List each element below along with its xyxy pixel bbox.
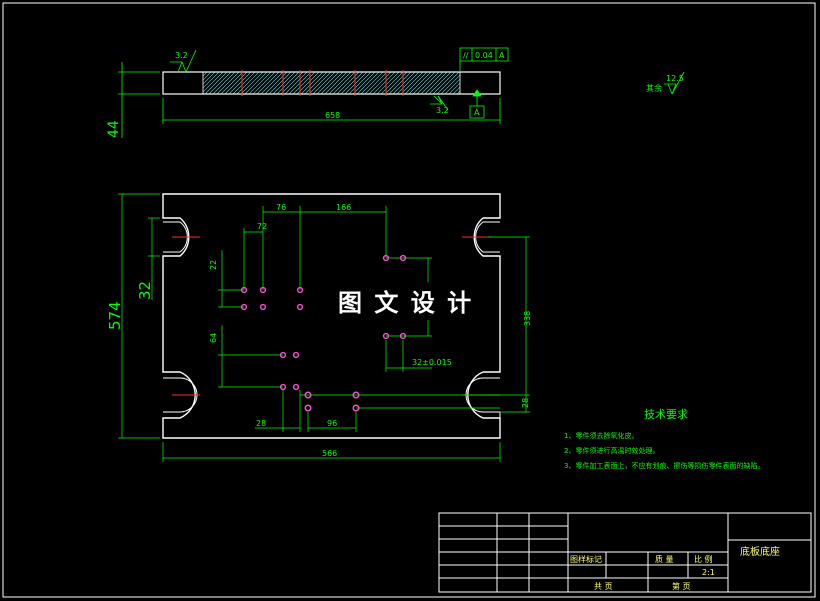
roughness-other-label: 其余 (646, 83, 662, 93)
roughness-other: 其余 12.5 (646, 71, 685, 95)
hole (279, 383, 287, 391)
hole (296, 286, 304, 294)
slot-br-inner (465, 377, 501, 418)
scale-value: 2:1 (702, 568, 715, 577)
hole (399, 254, 407, 262)
hole (296, 303, 304, 311)
hole (399, 332, 407, 340)
hole (304, 404, 312, 412)
tolerance-symbol: // (463, 51, 469, 60)
dim-32: 32 (136, 281, 154, 300)
dim-pitch: 32±0.015 (412, 358, 452, 367)
dim-338: 338 (523, 311, 532, 326)
top-view-dimensions (118, 193, 530, 462)
tech-note-1: 1、零件须去除氧化皮。 (564, 431, 638, 440)
top-view: 76 166 72 22 32 574 64 338 32±0.015 28 9… (106, 193, 532, 462)
hole (259, 286, 267, 294)
side-view-hatching (202, 71, 461, 95)
hole (352, 391, 360, 399)
datum-label: A (474, 108, 480, 117)
roughness-other-value: 12.5 (666, 74, 684, 83)
part-name: 底板底座 (740, 545, 780, 558)
dim-574: 574 (106, 301, 124, 330)
plate-outline (162, 193, 501, 439)
sheet-label: 第 页 (672, 581, 691, 591)
tolerance-value: 0.04 (475, 51, 493, 60)
hole (240, 303, 248, 311)
tolerance-datum: A (499, 51, 505, 60)
dim-566: 566 (322, 449, 337, 458)
mass-label: 质 量 (655, 554, 674, 564)
side-view-dimensions (118, 47, 509, 138)
hole (304, 391, 312, 399)
roughness-bottom-value: 3.2 (436, 106, 449, 115)
tech-note-3: 3、零件加工表面上，不应有划痕、擦伤等损伤零件表面的缺陷。 (564, 461, 764, 470)
side-view: 3.2 3.2 // 0.04 A A 658 44 (106, 47, 509, 138)
hole (292, 351, 300, 359)
hole (259, 303, 267, 311)
hole (292, 383, 300, 391)
dim-166: 166 (336, 203, 351, 212)
hole (279, 351, 287, 359)
hole (352, 404, 360, 412)
roughness-left-value: 3.2 (175, 51, 188, 60)
sheets-label: 共 页 (594, 582, 613, 591)
hole (382, 254, 390, 262)
side-view-centerlines (241, 70, 404, 96)
hole (240, 286, 248, 294)
dim-72: 72 (257, 222, 267, 231)
mark-label: 图样标记 (570, 554, 602, 564)
hole (382, 332, 390, 340)
mounting-holes (240, 254, 407, 412)
dim-28-right: 28 (521, 398, 530, 408)
scale-label: 比 例 (694, 554, 713, 564)
dim-76: 76 (276, 203, 286, 212)
title-block: 底板底座 图样标记 质 量 比 例 2:1 共 页 第 页 (438, 512, 812, 593)
tech-notes: 技术要求 1、零件须去除氧化皮。 2、零件须进行高温时效处理。 3、零件加工表面… (564, 408, 764, 470)
tech-notes-title: 技术要求 (644, 408, 688, 421)
dim-64: 64 (209, 333, 218, 343)
dim-28: 28 (256, 419, 266, 428)
side-thickness-dimension: 44 (106, 120, 122, 138)
dim-22: 22 (209, 260, 218, 270)
watermark-backdrop (328, 282, 498, 320)
tech-note-2: 2、零件须进行高温时效处理。 (564, 446, 659, 455)
side-length-dimension: 658 (325, 111, 340, 120)
dim-96: 96 (327, 419, 337, 428)
watermark: 图 文 设 计 (338, 288, 473, 317)
